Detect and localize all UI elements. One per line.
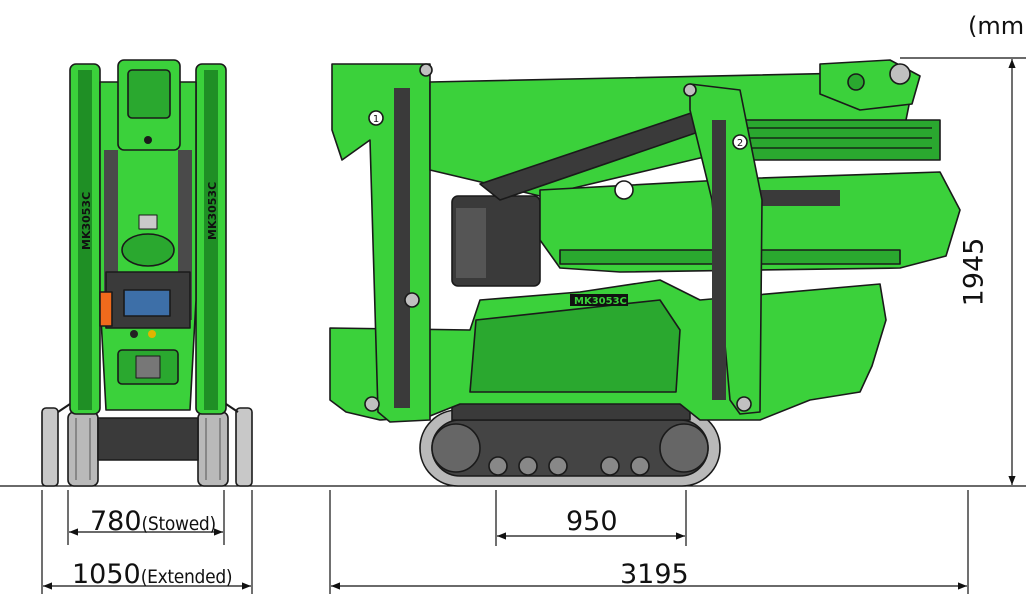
side-view: MK3053C 1 xyxy=(329,59,961,487)
front-orange-panel xyxy=(99,291,113,327)
front-outrigger-left-foot xyxy=(41,407,59,487)
front-track-left xyxy=(67,411,99,487)
dim-overall-length: 3195 xyxy=(620,559,689,590)
side-hook xyxy=(614,180,634,200)
dimension-lines xyxy=(41,57,1026,594)
front-track-right xyxy=(197,411,229,487)
front-badge-right: MK3053C xyxy=(206,182,219,240)
front-badge-left: MK3053C xyxy=(80,192,93,250)
front-undercarriage xyxy=(97,417,199,461)
marker-2: 2 xyxy=(737,138,743,149)
dim-stowed-note: (Stowed) xyxy=(141,513,217,535)
side-badge: MK3053C xyxy=(574,296,627,307)
dim-stowed-value: 780 xyxy=(90,506,142,537)
dim-extended-value: 1050 xyxy=(72,559,141,590)
dim-height: 1945 xyxy=(958,237,990,307)
marker-1: 1 xyxy=(373,114,379,125)
front-outrigger-right-foot xyxy=(235,407,253,487)
units-label: (mm) xyxy=(968,12,1026,40)
dim-extended-note: (Extended) xyxy=(140,566,233,588)
dim-stowed: 780(Stowed) xyxy=(90,508,216,535)
front-display-screen xyxy=(123,289,171,317)
front-tank xyxy=(121,233,175,267)
side-badge-bg xyxy=(570,294,628,306)
dim-extended: 1050(Extended) xyxy=(72,559,233,590)
front-view: MK3053C MK3053C xyxy=(41,59,253,487)
dim-track-length: 950 xyxy=(566,506,618,537)
